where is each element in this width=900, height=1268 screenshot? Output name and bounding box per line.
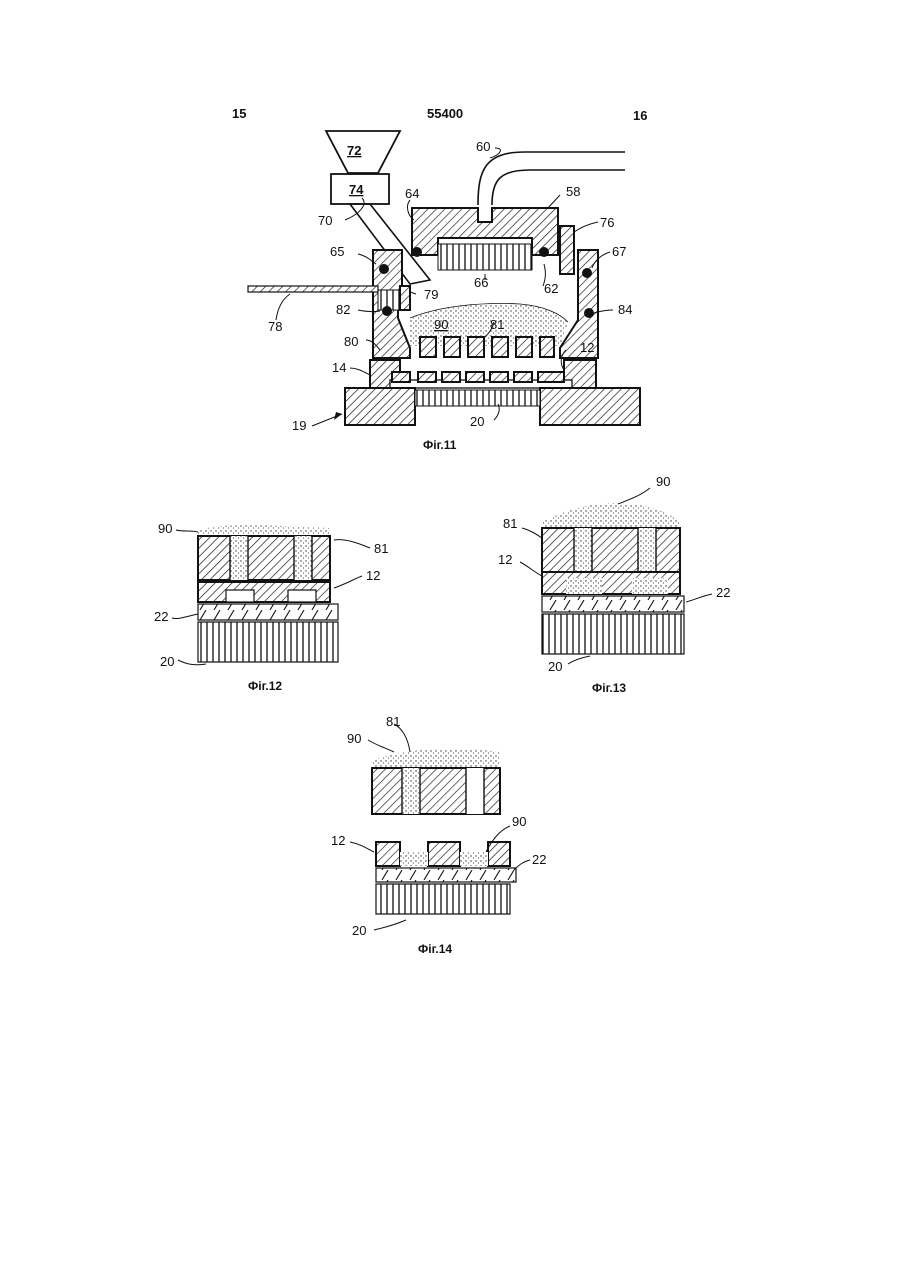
heat-sink-20 bbox=[376, 884, 510, 914]
powder-top bbox=[198, 525, 330, 536]
label-20: 20 bbox=[470, 414, 484, 429]
label-72: 72 bbox=[347, 143, 361, 158]
label-20: 20 bbox=[352, 923, 366, 938]
stencil-gap-2 bbox=[294, 536, 312, 580]
seal-67 bbox=[582, 268, 592, 278]
heat-sink-20 bbox=[542, 614, 684, 654]
pattern-12-blocks bbox=[392, 372, 564, 382]
seal-65 bbox=[379, 264, 389, 274]
figure-11: 72 74 60 64 58 70 76 65 67 66 62 79 78 8… bbox=[248, 131, 640, 452]
label-76: 76 bbox=[600, 215, 614, 230]
label-19: 19 bbox=[292, 418, 306, 433]
deposit-1 bbox=[400, 852, 428, 866]
label-81: 81 bbox=[503, 516, 517, 531]
label-78: 78 bbox=[268, 319, 282, 334]
label-90: 90 bbox=[434, 317, 448, 332]
label-14: 14 bbox=[332, 360, 346, 375]
seal-64 bbox=[412, 247, 422, 257]
label-90-deposit: 90 bbox=[512, 814, 526, 829]
caption-fig13: Фіг.13 bbox=[592, 681, 626, 695]
label-12: 12 bbox=[580, 340, 594, 355]
label-79: 79 bbox=[424, 287, 438, 302]
label-80: 80 bbox=[344, 334, 358, 349]
pattern-block-1 bbox=[376, 842, 400, 866]
part-76 bbox=[560, 226, 574, 274]
heat-sink-20 bbox=[415, 390, 540, 406]
label-22: 22 bbox=[154, 609, 168, 624]
caption-fig11: Фіг.11 bbox=[423, 438, 457, 452]
label-62: 62 bbox=[544, 281, 558, 296]
pattern-cavity-2 bbox=[288, 590, 316, 602]
figure-12: 90 81 12 22 20 Фіг.12 bbox=[154, 521, 388, 693]
label-84: 84 bbox=[618, 302, 632, 317]
powder-top bbox=[372, 749, 500, 768]
stencil-gap-1 bbox=[230, 536, 248, 580]
seal-82 bbox=[382, 306, 392, 316]
caption-fig14: Фіг.14 bbox=[418, 942, 452, 956]
label-20: 20 bbox=[160, 654, 174, 669]
label-82: 82 bbox=[336, 302, 350, 317]
pattern-block-3 bbox=[488, 842, 510, 866]
label-81: 81 bbox=[374, 541, 388, 556]
label-64: 64 bbox=[405, 186, 419, 201]
rod-78 bbox=[248, 286, 378, 292]
powder-top bbox=[542, 503, 680, 528]
pipe-inner bbox=[492, 170, 625, 205]
layer-22 bbox=[376, 868, 516, 882]
layer-22 bbox=[198, 604, 338, 620]
base-left bbox=[345, 388, 415, 425]
filled-cavity-1 bbox=[566, 578, 602, 594]
label-81: 81 bbox=[490, 317, 504, 332]
valve-79 bbox=[400, 286, 410, 310]
seal-62 bbox=[539, 247, 549, 257]
stencil-gap-1 bbox=[402, 768, 420, 814]
label-12: 12 bbox=[366, 568, 380, 583]
label-67: 67 bbox=[612, 244, 626, 259]
arrow-19 bbox=[334, 412, 342, 420]
seal-84 bbox=[584, 308, 594, 318]
label-66: 66 bbox=[474, 275, 488, 290]
filled-cavity-2 bbox=[632, 578, 668, 594]
label-58: 58 bbox=[566, 184, 580, 199]
hopper bbox=[326, 131, 400, 173]
label-90: 90 bbox=[347, 731, 361, 746]
label-90: 90 bbox=[656, 474, 670, 489]
stencil-gap-2 bbox=[466, 768, 484, 814]
layer-22 bbox=[542, 596, 684, 612]
deposit-2 bbox=[460, 852, 488, 866]
label-60: 60 bbox=[476, 139, 490, 154]
base-right bbox=[540, 388, 640, 425]
label-65: 65 bbox=[330, 244, 344, 259]
figure-13: 90 81 12 22 20 Фіг.13 bbox=[498, 474, 730, 695]
caption-fig12: Фіг.12 bbox=[248, 679, 282, 693]
heat-sink-20 bbox=[198, 622, 338, 662]
pattern-block-2 bbox=[428, 842, 460, 866]
label-90: 90 bbox=[158, 521, 172, 536]
label-22: 22 bbox=[532, 852, 546, 867]
pattern-cavity-1 bbox=[226, 590, 254, 602]
label-22: 22 bbox=[716, 585, 730, 600]
figure-14: 90 81 12 90 22 20 Фіг.14 bbox=[331, 714, 546, 956]
label-74: 74 bbox=[349, 182, 364, 197]
label-12: 12 bbox=[498, 552, 512, 567]
label-12: 12 bbox=[331, 833, 345, 848]
heater-element bbox=[438, 244, 532, 270]
label-20: 20 bbox=[548, 659, 562, 674]
stencil-81 bbox=[542, 528, 680, 572]
label-70: 70 bbox=[318, 213, 332, 228]
label-81: 81 bbox=[386, 714, 400, 729]
